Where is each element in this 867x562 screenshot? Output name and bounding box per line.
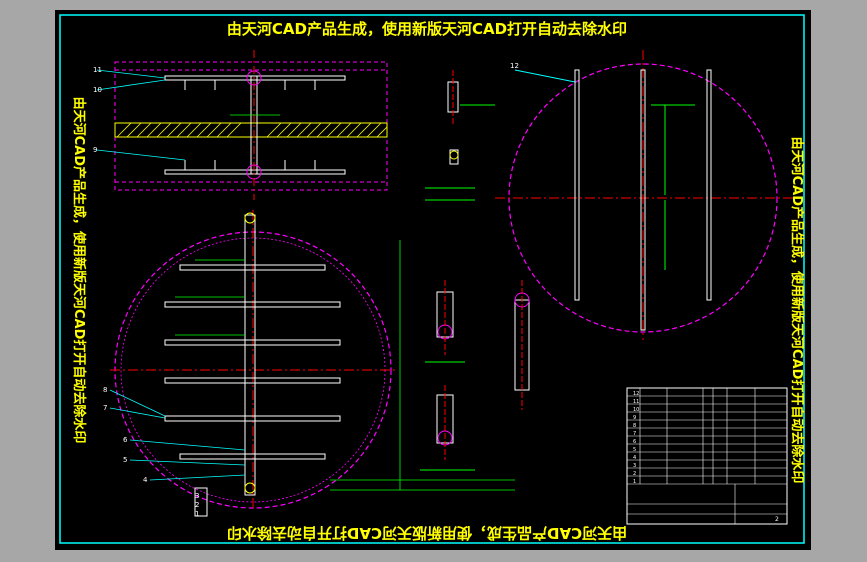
callout-5: 5 [123, 456, 127, 464]
watermark-left: 由天河CAD产品生成，使用新版天河CAD打开自动去除水印 [71, 97, 87, 444]
watermark-top: 由天河CAD产品生成，使用新版天河CAD打开自动去除水印 [227, 20, 627, 38]
callout-1: 1 [195, 510, 199, 518]
tb-row-2: 2 [633, 471, 636, 477]
callout-8: 8 [103, 386, 107, 394]
tb-sheet-no: 2 [775, 516, 779, 523]
tb-row-3: 3 [633, 463, 636, 469]
callout-3: 3 [195, 492, 199, 500]
callout-6: 6 [123, 436, 128, 444]
callout-12: 12 [510, 62, 519, 70]
tb-row-5: 5 [633, 447, 636, 453]
callout-11: 11 [93, 66, 102, 74]
drawing-canvas[interactable]: 由天河CAD产品生成，使用新版天河CAD打开自动去除水印 由天河CAD产品生成，… [55, 10, 811, 550]
tb-row-12: 12 [633, 391, 639, 397]
callout-7: 7 [103, 404, 107, 412]
callout-10: 10 [93, 86, 102, 94]
callout-2: 2 [195, 501, 199, 509]
view-circle-section: 12 [495, 50, 795, 340]
drawing-border [59, 14, 805, 544]
tb-row-8: 8 [633, 423, 636, 429]
callout-4: 4 [143, 476, 148, 484]
watermark-right: 由天河CAD产品生成，使用新版天河CAD打开自动去除水印 [789, 137, 805, 484]
watermark-bottom: 由天河CAD产品生成，使用新版天河CAD打开自动去除水印 [227, 524, 627, 542]
callout-9: 9 [93, 146, 97, 154]
tb-row-4: 4 [633, 455, 636, 461]
tb-row-7: 7 [633, 431, 636, 437]
tb-row-10: 10 [633, 407, 639, 413]
detail-views [420, 70, 530, 471]
tb-row-6: 6 [633, 439, 636, 445]
tb-row-9: 9 [633, 415, 636, 421]
tb-row-11: 11 [633, 399, 639, 405]
view-elevation: 11 10 9 [93, 50, 388, 200]
tb-row-1: 1 [633, 479, 636, 485]
title-block: 12 11 10 9 8 7 6 5 4 3 2 1 2 [626, 387, 788, 525]
view-plan: 8 7 6 5 4 3 2 1 [103, 210, 515, 518]
cad-drawing: 由天河CAD产品生成，使用新版天河CAD打开自动去除水印 由天河CAD产品生成，… [59, 14, 805, 544]
